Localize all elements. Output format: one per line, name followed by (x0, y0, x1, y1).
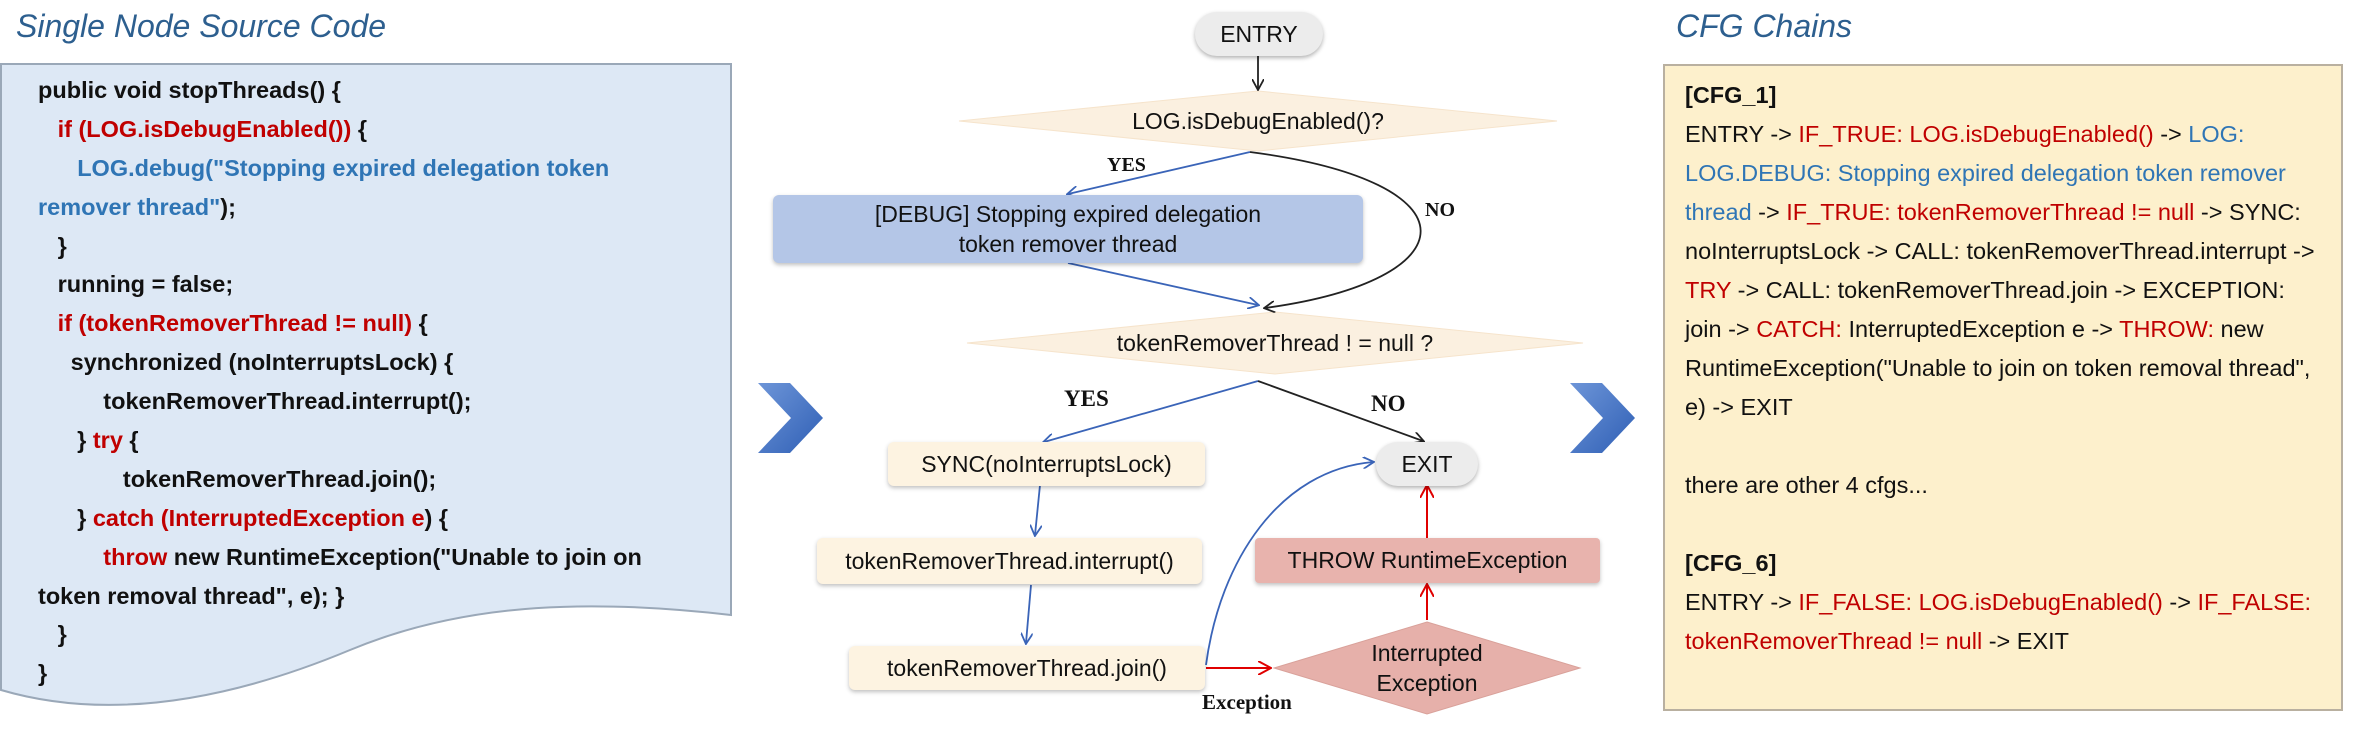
cfg-chains-title: CFG Chains (1676, 8, 1853, 44)
code-line: if (tokenRemoverThread != null) { (38, 305, 428, 341)
throw-node: THROW RuntimeException (1255, 538, 1600, 583)
code-token: running = false; (38, 271, 234, 298)
debug-log-line-2: token remover thread (958, 231, 1178, 257)
interrupted-exception-label: Interrupted Exception (1327, 636, 1527, 700)
code-token: { (412, 310, 428, 337)
chain-segment: IF_TRUE: tokenRemoverThread != null (1786, 199, 2195, 225)
chain-segment: LOG: LOG.DEBUG: Stopping expired delegat… (1685, 121, 2286, 225)
sync-node: SYNC(noInterruptsLock) (888, 442, 1205, 486)
chain-segment: InterruptedException e -> (1841, 316, 2120, 342)
code-line: remover thread"); (38, 189, 236, 225)
code-line: } (38, 655, 47, 691)
chain-segment: ENTRY -> (1685, 121, 1799, 147)
code-line: LOG.debug("Stopping expired delegation t… (38, 150, 609, 186)
cfg-chains-panel: [CFG_1] ENTRY -> IF_TRUE: LOG.isDebugEna… (1663, 64, 2343, 711)
code-token: throw (103, 543, 168, 570)
code-token: } (38, 427, 93, 453)
chain-segment: TRY (1685, 277, 1732, 303)
cond-debug-label: LOG.isDebugEnabled()? (1132, 107, 1384, 134)
code-line: running = false; (38, 266, 234, 302)
chain-segment: -> EXIT (1982, 628, 2070, 654)
code-line: } (38, 228, 67, 264)
interrupted-line-1: Interrupted (1371, 640, 1483, 666)
chain-segment: CATCH: (1756, 316, 1842, 342)
code-token: tokenRemoverThread.join(); (38, 465, 437, 492)
debug-log-node: [DEBUG] Stopping expired delegation toke… (773, 195, 1363, 263)
code-token: ); (220, 193, 236, 220)
code-line: tokenRemoverThread.interrupt(); (38, 383, 472, 419)
code-token: token removal thread", e); } (38, 582, 345, 609)
chain-segment: THROW: (2119, 316, 2214, 342)
cfg1-header: [CFG_1] (1685, 82, 1777, 108)
code-token: } (38, 504, 93, 531)
code-token: if (LOG.isDebugEnabled()) (57, 115, 352, 142)
decision-diamond-debug (958, 90, 1558, 152)
interrupt-node: tokenRemoverThread.interrupt() (817, 538, 1202, 584)
debug-log-line-1: [DEBUG] Stopping expired delegation (874, 201, 1262, 227)
chain-segment: ENTRY -> (1685, 589, 1799, 615)
yes-label: YES (1064, 386, 1109, 411)
code-line: } catch (InterruptedException e) { (38, 500, 448, 536)
chain-segment: new RuntimeException("Unable to join on … (1685, 316, 2311, 420)
code-line: tokenRemoverThread.join(); (38, 461, 436, 497)
code-token: try (92, 427, 123, 453)
cfg1-chain: ENTRY -> IF_TRUE: LOG.isDebugEnabled() -… (1685, 115, 2325, 427)
chain-segment: IF_FALSE: tokenRemoverThread != null (1685, 589, 2312, 654)
code-line: } (38, 616, 67, 652)
code-token: synchronized (noInterruptsLock) { (38, 349, 454, 376)
code-line: } try { (38, 422, 139, 458)
exit-node: EXIT (1376, 442, 1478, 486)
chain-segment: -> (2153, 121, 2189, 147)
code-token: { (122, 427, 139, 453)
code-line: token removal thread", e); } (38, 578, 344, 614)
chain-segment: -> CALL: tokenRemoverThread.join -> EXCE… (1685, 277, 2285, 342)
decision-diamond-exception (1272, 621, 1582, 715)
code-token: ) { (424, 504, 449, 531)
entry-node: ENTRY (1195, 12, 1323, 56)
chain-segment: IF_FALSE: LOG.isDebugEnabled() (1798, 589, 2163, 615)
chain-segment: -> (1751, 199, 1787, 225)
code-token: if (tokenRemoverThread != null) (57, 310, 413, 337)
no-label: NO (1371, 391, 1406, 416)
code-line: synchronized (noInterruptsLock) { (38, 344, 454, 380)
exception-edge-label: Exception (1202, 690, 1292, 714)
cfg6-header: [CFG_6] (1685, 550, 1777, 576)
code-line: public void stopThreads() { (38, 72, 341, 108)
code-token: remover thread" (38, 193, 221, 220)
code-token: } (38, 232, 67, 259)
code-token: tokenRemoverThread.interrupt(); (38, 388, 472, 415)
code-line: throw new RuntimeException("Unable to jo… (38, 539, 642, 575)
chain-segment: IF_TRUE: LOG.isDebugEnabled() (1798, 121, 2154, 147)
cfg-chains-text: [CFG_1] ENTRY -> IF_TRUE: LOG.isDebugEna… (1685, 76, 2325, 661)
code-token: } (38, 621, 67, 648)
code-token: } (38, 660, 48, 687)
chain-segment: -> (2162, 589, 2198, 615)
code-token: new RuntimeException("Unable to join on (167, 543, 642, 570)
source-code-title: Single Node Source Code (16, 8, 387, 44)
cfg6-chain: ENTRY -> IF_FALSE: LOG.isDebugEnabled() … (1685, 583, 2325, 661)
code-line: if (LOG.isDebugEnabled()) { (38, 111, 367, 147)
code-token: { (351, 115, 368, 142)
cond-null-label: tokenRemoverThread ! = null ? (1116, 329, 1434, 356)
chain-segment: -> SYNC: noInterruptsLock -> CALL: token… (1685, 199, 2315, 264)
join-node: tokenRemoverThread.join() (849, 646, 1205, 690)
code-token: catch (InterruptedException e (92, 504, 425, 531)
yes-label: YES (1107, 154, 1146, 176)
code-token: public void stopThreads() { (38, 77, 341, 103)
no-label: NO (1425, 199, 1455, 221)
other-cfgs-note: there are other 4 cfgs... (1685, 472, 1928, 498)
code-document-shape (0, 63, 732, 706)
code-token: LOG.debug("Stopping expired delegation t… (77, 154, 610, 181)
decision-diamond-null (966, 311, 1584, 375)
interrupted-line-2: Exception (1376, 670, 1478, 696)
